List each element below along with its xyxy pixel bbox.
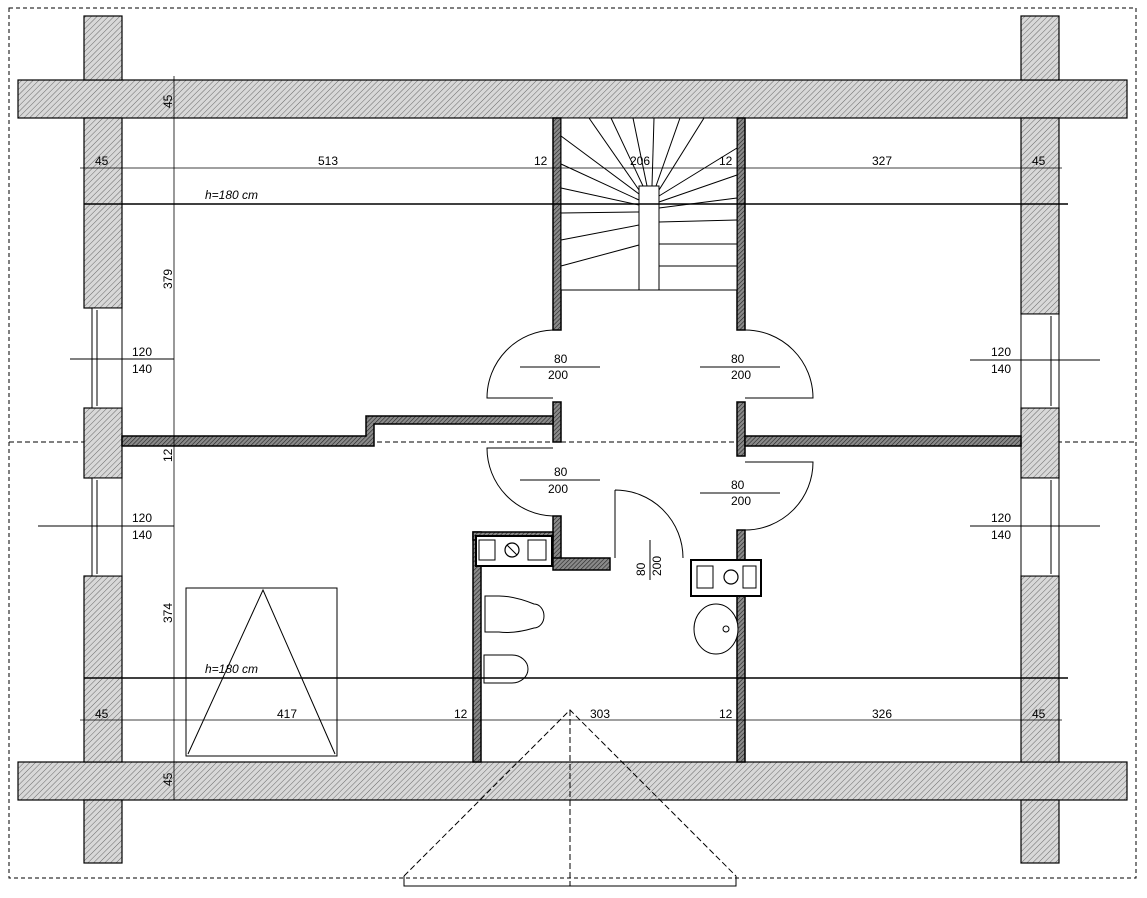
dim-top-3: 12 [534,154,548,168]
window-3-width: 120 [991,345,1011,359]
dim-top-7: 45 [1032,154,1046,168]
exterior-walls [17,15,1128,864]
door-3-width: 80 [554,465,568,479]
window-2-width: 120 [132,511,152,525]
door-5-width: 80 [634,562,648,576]
dim-top-6: 327 [872,154,892,168]
ceiling-lines [84,203,1068,679]
dim-bottom-6: 326 [872,707,892,721]
window-1-height: 140 [132,362,152,376]
door-4-height: 200 [731,494,751,508]
labels: h=180 cm h=180 cm 45 513 12 206 12 327 4… [95,94,1046,786]
window-1-width: 120 [132,345,152,359]
door-5-height: 200 [650,556,664,576]
dim-bottom-2: 417 [277,707,297,721]
interior-walls [121,117,1022,763]
dim-bottom-7: 45 [1032,707,1046,721]
dim-bottom-3: 12 [454,707,468,721]
dim-top-1: 45 [95,154,109,168]
dim-bottom-5: 12 [719,707,733,721]
window-3-height: 140 [991,362,1011,376]
door-2-width: 80 [731,352,745,366]
roof-window [185,587,338,757]
dim-bottom-1: 45 [95,707,109,721]
dim-left-2: 379 [161,269,175,289]
ceiling-note-bottom: h=180 cm [205,662,258,676]
dormer-outline [403,709,737,887]
dimension-lines [80,76,1062,800]
dim-left-4: 374 [161,603,175,623]
window-frames [91,307,1060,577]
door-2-height: 200 [731,368,751,382]
dim-left-3: 12 [161,448,175,462]
dim-top-4: 206 [630,154,650,168]
bathroom-fixtures [475,535,762,684]
window-4-width: 120 [991,511,1011,525]
door-4-width: 80 [731,478,745,492]
dim-top-2: 513 [318,154,338,168]
dim-bottom-4: 303 [590,707,610,721]
dim-left-1: 45 [161,94,175,108]
window-4-height: 140 [991,528,1011,542]
window-2-height: 140 [132,528,152,542]
door-3-height: 200 [548,482,568,496]
door-1-height: 200 [548,368,568,382]
door-swings [486,329,814,559]
dim-left-5: 45 [161,772,175,786]
ceiling-note-top: h=180 cm [205,188,258,202]
door-leaders [520,366,780,580]
door-1-width: 80 [554,352,568,366]
dim-top-5: 12 [719,154,733,168]
window-leaders [38,358,1100,527]
